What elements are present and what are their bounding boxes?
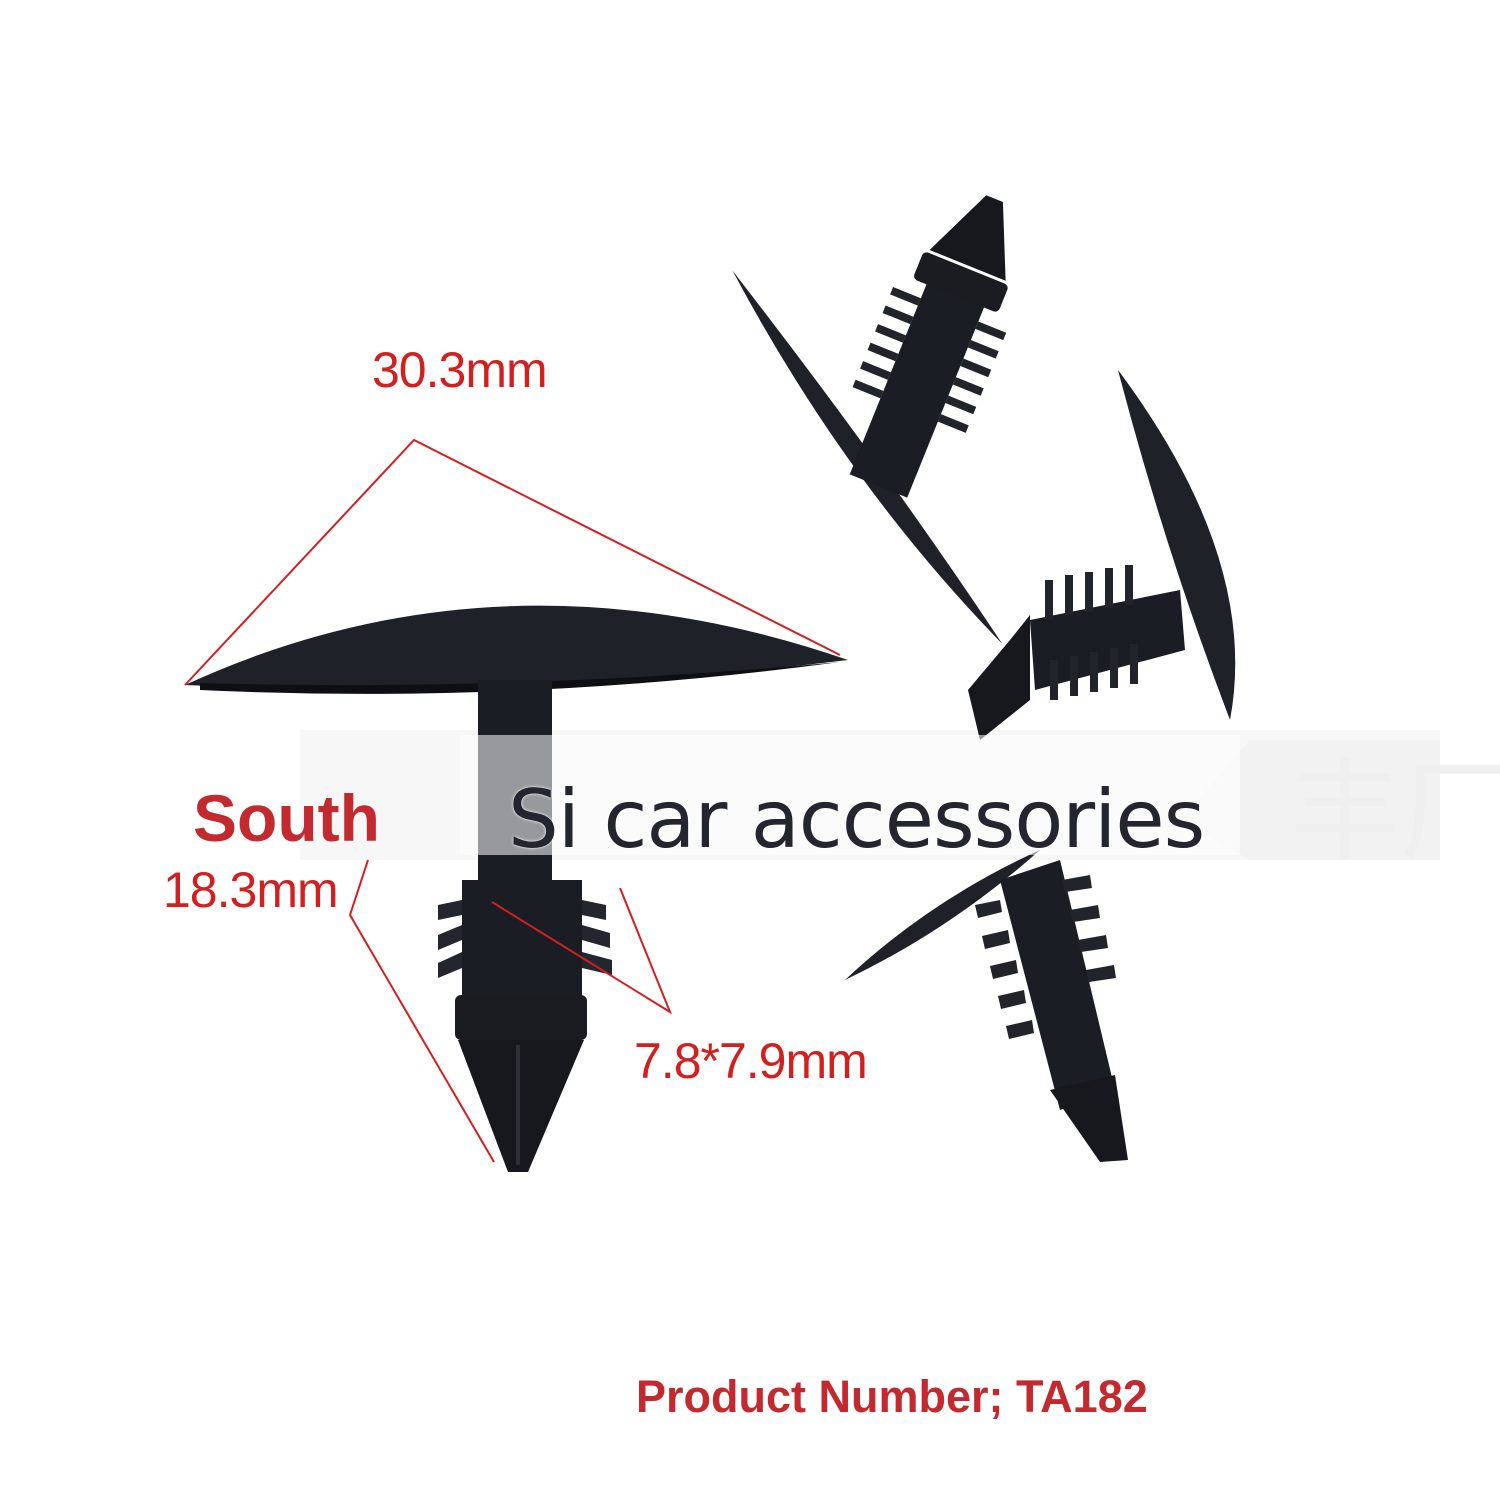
watermark-strip [460,735,1240,855]
clip-fins-left [438,900,462,978]
clip-fins-right [582,900,612,975]
overall-length-label: 18.3mm [163,862,339,918]
product-number-label: Product Number; TA182 [636,1371,1148,1422]
length-line [348,859,495,1163]
brand-south-label: South [193,781,380,855]
clip-tip [458,1040,584,1172]
watermark-text: Si car accessories [508,773,1205,866]
svg-text:丰厂: 丰厂 [1290,748,1500,876]
head-width-label: 30.3mm [372,342,548,398]
angled-clip-lower [845,850,1128,1162]
angled-clip-upper [732,195,1008,644]
clip-head [185,605,848,690]
stem-size-label: 7.8*7.9mm [634,1033,868,1089]
measurement-lines [184,438,841,1163]
stem-line-a [491,887,673,1015]
front-view-clip [185,605,848,1172]
head-width-line [184,438,841,686]
clip-shaft-body [462,880,582,1000]
angled-clip-right [968,370,1236,740]
clip-collar [455,995,587,1040]
clip-head-shadow [200,662,840,694]
